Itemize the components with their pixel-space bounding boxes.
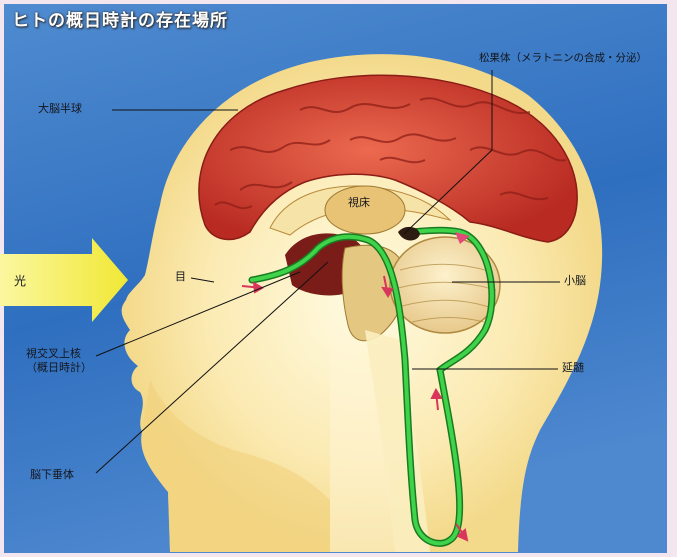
label-scn-line1: 視交叉上核 [26, 347, 92, 361]
label-cerebellum: 小脳 [564, 274, 586, 288]
page-title: ヒトの概日時計の存在場所 [12, 6, 228, 31]
label-light: 光 [14, 274, 26, 289]
label-medulla: 延髄 [562, 361, 584, 375]
label-thalamus: 視床 [348, 196, 370, 210]
label-pituitary: 脳下垂体 [30, 468, 74, 482]
label-scn: 視交叉上核 （概日時計） [26, 347, 92, 375]
label-pineal: 松果体（メラトニンの合成・分泌） [479, 52, 647, 65]
thalamus [325, 186, 405, 234]
label-eye: 目 [175, 270, 186, 284]
label-scn-line2: （概日時計） [26, 361, 92, 375]
label-cerebrum: 大脳半球 [38, 102, 82, 116]
